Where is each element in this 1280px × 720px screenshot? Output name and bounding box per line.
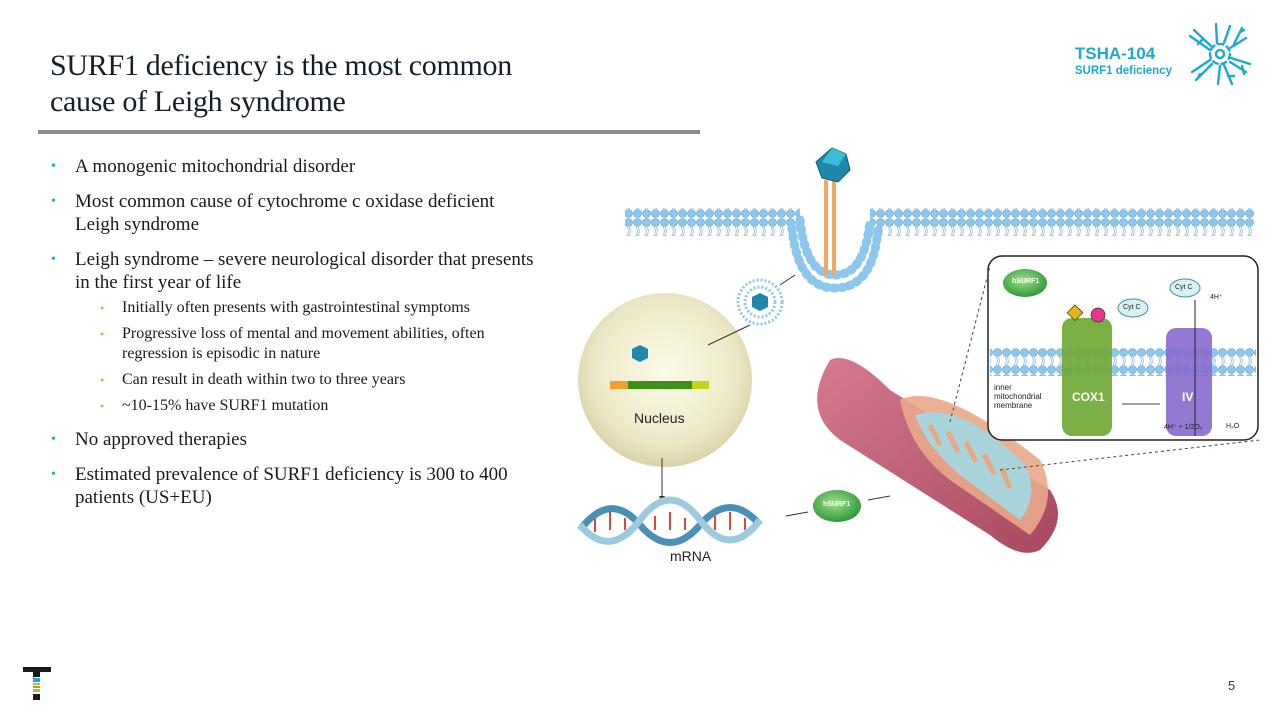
diamond-cofactor-icon: [1066, 304, 1084, 321]
sub-bullet-item: Can result in death within two to three …: [48, 370, 538, 390]
taysha-t-logo: [23, 667, 51, 700]
cell-membrane-right: [870, 208, 1254, 236]
hsurf1-label: hSURF1: [823, 501, 851, 508]
product-brand: TSHA-104 SURF1 deficiency: [1075, 44, 1172, 78]
bullet-item: No approved therapies: [48, 428, 538, 451]
slide-title: SURF1 deficiency is the most common caus…: [50, 48, 512, 120]
cox1-subunit: [1062, 318, 1112, 436]
transgene-promoter: [610, 381, 628, 389]
sub-bullet-item: Progressive loss of mental and movement …: [48, 324, 538, 364]
cyt-c-1: [1117, 298, 1149, 318]
slide-title-line-2: cause of Leigh syndrome: [50, 85, 346, 118]
product-subtitle: SURF1 deficiency: [1074, 65, 1172, 77]
bullet-list: A monogenic mitochondrial disorder Most …: [48, 155, 538, 521]
sub-bullet-item: Initially often presents with gastrointe…: [48, 298, 538, 318]
inset-hsurf1-label: hSURF1: [1012, 278, 1040, 285]
mrna-label: mRNA: [670, 548, 712, 564]
inset-hsurf1-protein: [1003, 269, 1047, 297]
hsurf1-protein: [813, 490, 861, 522]
bullet-item: Most common cause of cytochrome c oxidas…: [48, 190, 538, 236]
inner-membrane-label: inner mitochondrial membrane: [994, 383, 1042, 410]
mitochondrion: [817, 358, 1058, 553]
transgene-surf1: [628, 381, 692, 389]
mrna-helix: [577, 496, 763, 546]
page-number: 5: [1228, 678, 1236, 693]
cyt-c-label-1: Cyt C: [1123, 304, 1141, 311]
cyt-c-label-2: Cyt C: [1175, 284, 1193, 291]
inner-membrane: [990, 348, 1256, 376]
cox1-label: COX1: [1072, 390, 1105, 404]
aav-capsid-icon: [632, 345, 648, 362]
cell-membrane-left: [625, 208, 800, 236]
aav-capsid-icon: [752, 293, 768, 311]
reaction-reactants: 4H⁺ + 1/2O₂: [1164, 424, 1203, 431]
transgene-polya: [692, 381, 709, 389]
slide-title-line-1: SURF1 deficiency is the most common: [50, 49, 512, 82]
endosome: [736, 278, 784, 326]
neuron-icon: [1188, 22, 1252, 86]
nucleus: [578, 293, 752, 467]
title-divider: [38, 130, 700, 134]
reaction-product: H₂O: [1226, 423, 1240, 430]
nucleus-label: Nucleus: [634, 410, 685, 426]
bullet-item: A monogenic mitochondrial disorder: [48, 155, 538, 178]
mechanism-diagram: Nucleus mRNA hSURF1 hSURF1 Cyt C Cyt C 4…: [570, 140, 1270, 580]
complex-iv-label: IV: [1182, 390, 1194, 404]
sub-bullet-item: ~10-15% have SURF1 mutation: [48, 396, 538, 416]
mechanism-illustration: [577, 147, 1261, 553]
receptor: [824, 180, 836, 275]
proton-label: 4H⁺: [1210, 294, 1223, 301]
bullet-item: Leigh syndrome – severe neurological dis…: [48, 248, 538, 294]
complex-iv: [1166, 328, 1212, 436]
bullet-item: Estimated prevalence of SURF1 deficiency…: [48, 463, 538, 509]
cyt-c-2: [1169, 278, 1201, 298]
circle-cofactor-icon: [1090, 307, 1106, 323]
product-code: TSHA-104: [1074, 44, 1156, 63]
